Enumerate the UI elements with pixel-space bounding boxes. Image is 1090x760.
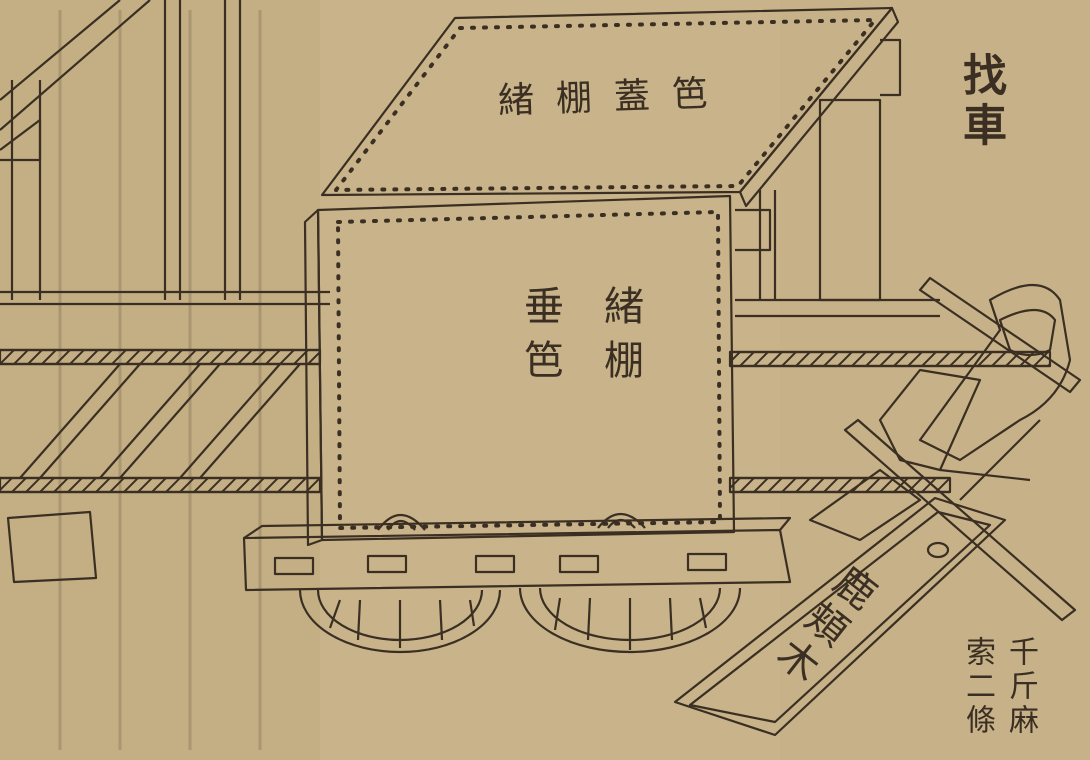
front-screen bbox=[303, 194, 736, 547]
screen-label-left: 垂笆 bbox=[517, 285, 563, 393]
deer-horn-beam bbox=[673, 496, 1007, 737]
left-struts bbox=[19, 363, 301, 479]
front-mechanism bbox=[808, 276, 1082, 622]
rope-label-left: 索二條 bbox=[960, 636, 995, 738]
bleed-through-text bbox=[58, 10, 262, 750]
rear-frame bbox=[735, 38, 940, 318]
left-frame bbox=[0, 0, 330, 306]
screen-label-right: 緒棚 bbox=[597, 285, 643, 393]
illustration-title: 找車 bbox=[955, 52, 1006, 152]
roof-cover-label: 緒棚蓋笆 bbox=[497, 72, 731, 123]
roof-cover bbox=[320, 6, 900, 208]
rope-label-right: 千斤麻 bbox=[1003, 636, 1038, 738]
wheels bbox=[298, 587, 742, 654]
base-beam bbox=[242, 516, 792, 592]
